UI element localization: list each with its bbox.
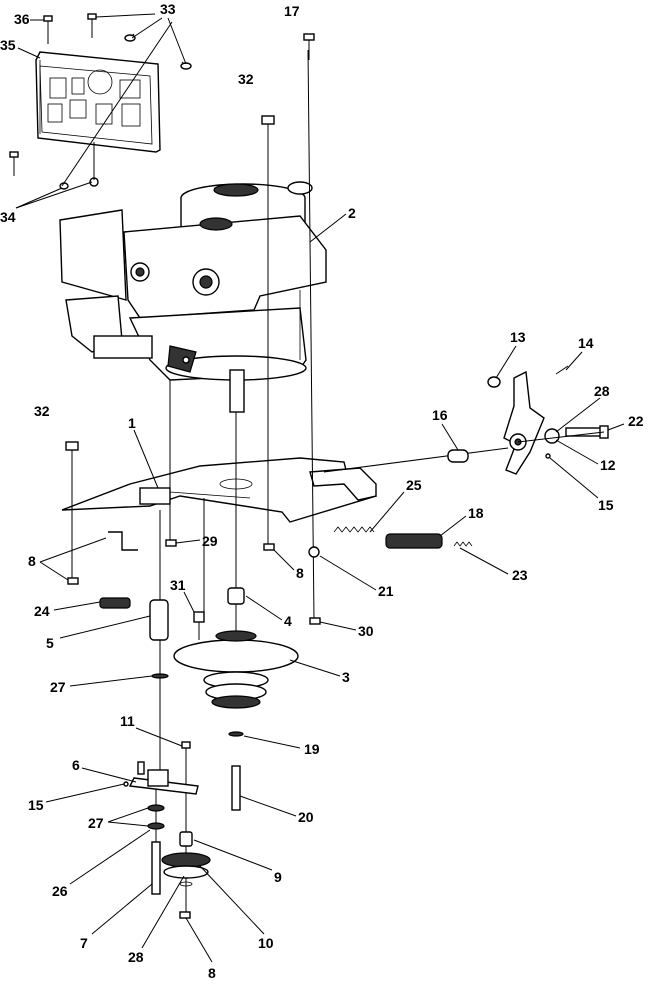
nut-8-center [263,543,275,551]
callout-3: 3 [342,669,350,685]
nut-13 [487,376,501,388]
callout-9: 9 [274,869,282,885]
washer-28-upper [544,428,560,444]
callout-6: 6 [72,757,80,773]
callout-18: 18 [468,505,484,521]
spacer-5 [149,599,169,641]
spring-23 [453,541,473,547]
callout-36: 36 [14,11,30,27]
idler-pulley-10 [161,852,211,887]
callout-34: 34 [0,209,16,225]
callout-4: 4 [284,613,292,629]
clip-15-upper [545,453,551,459]
callout-10: 10 [258,935,274,951]
callout-21: 21 [378,583,394,599]
bolt-11 [181,741,191,786]
nut-8-bottom [179,911,191,919]
shaft-7 [151,841,161,895]
callout-14: 14 [578,335,594,351]
bolt-31 [193,611,205,640]
bushing-9 [179,831,193,847]
callout-32-top: 32 [238,71,254,87]
mounting-plate [61,457,377,523]
idler-arm-6 [128,761,199,795]
callout-16: 16 [432,407,448,423]
screw-29 [165,539,177,547]
callout-19: 19 [304,741,320,757]
callout-27-lower: 27 [88,815,104,831]
callout-8-left: 8 [28,553,36,569]
clip-15-lower [123,781,129,787]
nut-30 [309,617,321,625]
callout-33: 33 [160,1,176,17]
assembly-axis-lines [155,49,509,914]
callout-8-center: 8 [296,565,304,581]
callout-27-upper: 27 [50,679,66,695]
callout-13: 13 [510,329,526,345]
control-lever-bracket [503,370,545,475]
callout-32-left: 32 [34,403,50,419]
callout-5: 5 [46,635,54,651]
callout-30: 30 [358,623,374,639]
bolt-32-upper [261,115,275,136]
callout-35: 35 [0,37,16,53]
callout-11: 11 [120,713,135,729]
callout-28-bottom: 28 [128,949,144,965]
nut-8-left [67,577,79,585]
callout-7: 7 [80,935,88,951]
washer-27-b [147,822,165,830]
leader-lines-top-left [15,13,187,209]
callout-24: 24 [34,603,50,619]
bolt-17 [303,33,315,60]
pin-14 [555,365,569,375]
callout-22: 22 [628,413,644,429]
spring-18 [385,533,443,549]
bushing-16 [447,449,469,463]
callout-12: 12 [600,457,616,473]
callout-1: 1 [128,415,136,431]
callout-25: 25 [406,477,422,493]
callout-8-bottom: 8 [208,965,216,981]
washer-27-a [147,804,165,812]
callout-26: 26 [52,883,68,899]
washer-27-upper [151,673,169,679]
engine [59,181,327,413]
bracket-8 [108,531,138,551]
shroud-panel [35,51,161,153]
bolt-32-left [65,441,79,580]
spacer-4 [227,587,245,605]
callout-20: 20 [298,809,314,825]
callout-15-left: 15 [28,797,44,813]
callout-17: 17 [284,3,300,19]
spring-25 [333,526,375,533]
washer-19 [228,731,244,737]
leader-lines [39,213,625,963]
callout-15-right: 15 [598,497,614,513]
pulley-3 [173,630,299,709]
nut-21 [308,546,320,558]
spring-24 [99,597,131,609]
callout-28-top: 28 [594,383,610,399]
callout-29: 29 [202,533,218,549]
callout-23: 23 [512,567,528,583]
callout-2: 2 [348,205,356,221]
pin-20 [231,765,241,811]
shroud-screws [9,13,192,190]
callout-31: 31 [170,577,186,593]
